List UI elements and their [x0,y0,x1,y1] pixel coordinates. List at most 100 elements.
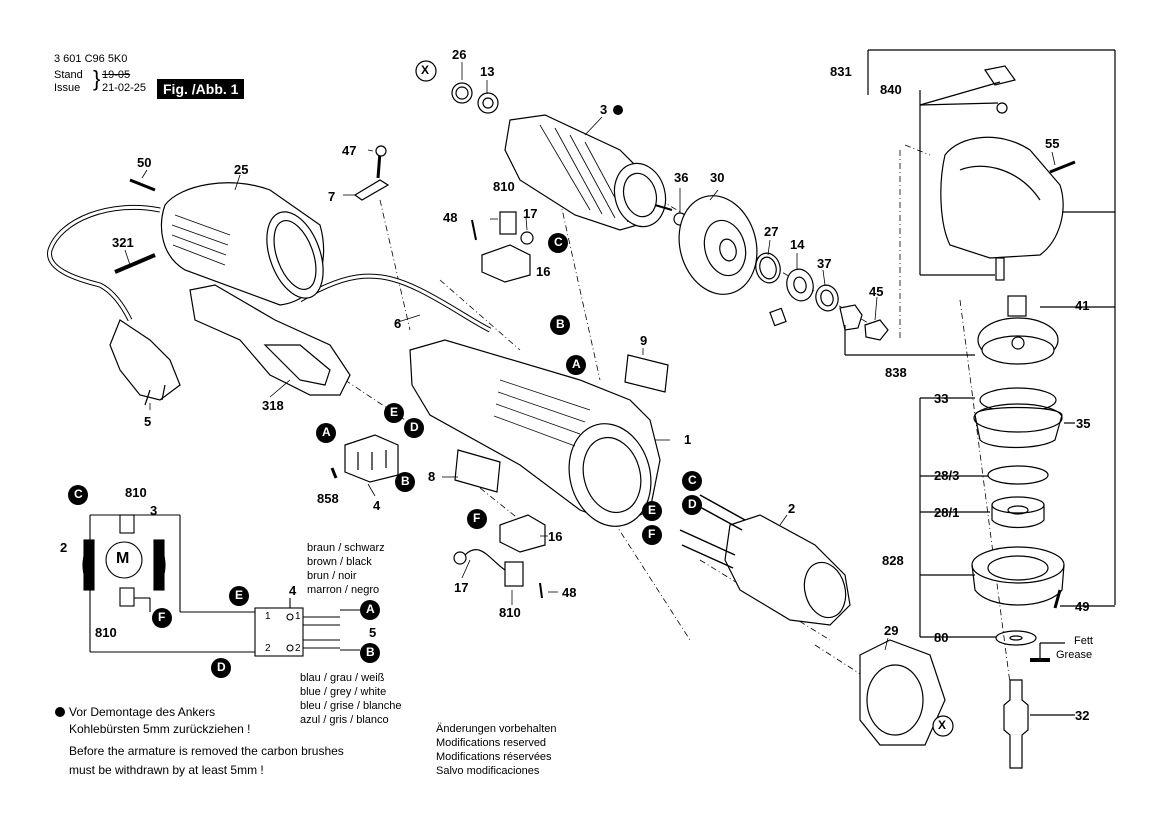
wiring-label: 2 [60,540,68,555]
part-label: 858 [317,491,339,506]
guard-outline [859,639,946,746]
x-markers [415,60,954,737]
marker-a: A [572,357,581,371]
part-label: 41 [1075,298,1090,313]
brace-symbol: } [93,66,101,91]
marker-a: A [366,602,375,616]
rear-cap-outline [160,182,325,306]
wire-color-blue: blau / grau / weiß [300,672,385,684]
part-label: 27 [764,224,779,239]
wire-color-brown: braun / schwarz [307,542,385,554]
marker-c: C [688,473,697,487]
part-label: 9 [640,333,648,348]
stand-label: Stand [54,69,83,81]
bracket-outline [189,284,351,396]
part-label: 16 [536,264,551,279]
part-label: 32 [1075,708,1090,723]
note-de-line2: Kohlebürsten 5mm zurückziehen ! [69,722,251,736]
part-label: 810 [499,605,521,620]
wiring-label: 5 [369,625,377,640]
marker-d: D [410,420,419,434]
marker-b: B [401,474,410,488]
wiring-label: 4 [289,583,297,598]
part-label: 321 [112,235,134,250]
note-de-line1: Vor Demontage des Ankers [69,705,216,719]
part-label: 2 [788,501,796,516]
part-label: 48 [562,585,577,600]
marker-d: D [688,497,697,511]
part-label: 13 [480,64,495,79]
part-label: 35 [1076,416,1091,431]
marker-e: E [648,503,657,517]
part-label: 14 [790,237,805,252]
part-label: 29 [884,623,899,638]
marker-e: E [390,405,399,419]
wire-color-blue: azul / gris / blanco [300,714,389,726]
wire-color-brown: brown / black [307,556,372,568]
wiring-diagram [82,514,360,657]
part-label: 7 [328,189,336,204]
modifications-es: Salvo modificaciones [436,765,540,777]
part-label: 6 [394,316,402,331]
part-label: 810 [493,179,515,194]
part-label: 3 [600,102,608,117]
wire-color-brown: marron / negro [307,584,380,596]
stand-old-date: 19-05 [102,69,131,81]
part-number: 3 601 C96 5K0 [54,53,128,65]
part-label: 55 [1045,136,1060,151]
part-label: 36 [674,170,689,185]
part-label: 8 [428,469,436,484]
part-label: 33 [934,391,949,406]
marker-c: C [554,235,563,249]
part-label: 30 [710,170,725,185]
part-label: 16 [548,529,563,544]
part-label: 17 [523,206,538,221]
marker-b: B [556,317,565,331]
motor-symbol: M [116,550,130,567]
part-label: 37 [817,256,832,271]
marker-f: F [158,610,166,624]
part-label: 5 [144,414,152,429]
armature-outline [451,82,673,231]
part-label: 840 [880,82,902,97]
part-label: 49 [1075,599,1090,614]
part-label: 26 [452,47,467,62]
plug-outline [109,319,181,406]
figure-label: Fig. /Abb. 1 [157,79,245,99]
part-label: 1 [684,432,692,447]
part-label: 828 [882,553,904,568]
terminal-1: 1 [295,611,301,622]
wiring-label: 3 [150,503,158,518]
terminal-2: 2 [295,643,301,654]
modifications-fr: Modifications réservées [436,751,552,763]
note-en-line2: must be withdrawn by at least 5mm ! [69,763,264,777]
part-label: 50 [137,155,152,170]
baffle-outline [678,195,758,295]
issue-label: Issue [54,82,81,94]
marker-f: F [473,511,481,525]
issue-date: 21-02-25 [102,82,147,94]
marker-x: X [421,63,430,77]
modifications-de: Änderungen vorbehalten [436,723,557,735]
wire-color-blue: bleu / grise / blanche [300,700,402,712]
part-label: 25 [234,162,249,177]
part-label: 28/1 [934,505,960,520]
marker-b: B [366,645,375,659]
wire-color-blue: blue / grey / white [300,686,387,698]
part-label: 318 [262,398,284,413]
part-label: 28/3 [934,468,960,483]
marker-c: C [74,487,83,501]
wiring-label: 810 [125,485,147,500]
modifications-en: Modifications reserved [436,737,547,749]
part-label: 17 [454,580,469,595]
grease-en: Grease [1056,649,1093,661]
part-label: 80 [934,630,949,645]
marker-a: A [322,425,331,439]
wire-color-brown: brun / noir [307,570,357,582]
marker-d: D [217,660,226,674]
marker-e: E [235,588,244,602]
part-label: 831 [830,64,852,79]
wiring-label: 810 [95,625,117,640]
part-label: 47 [342,143,357,158]
